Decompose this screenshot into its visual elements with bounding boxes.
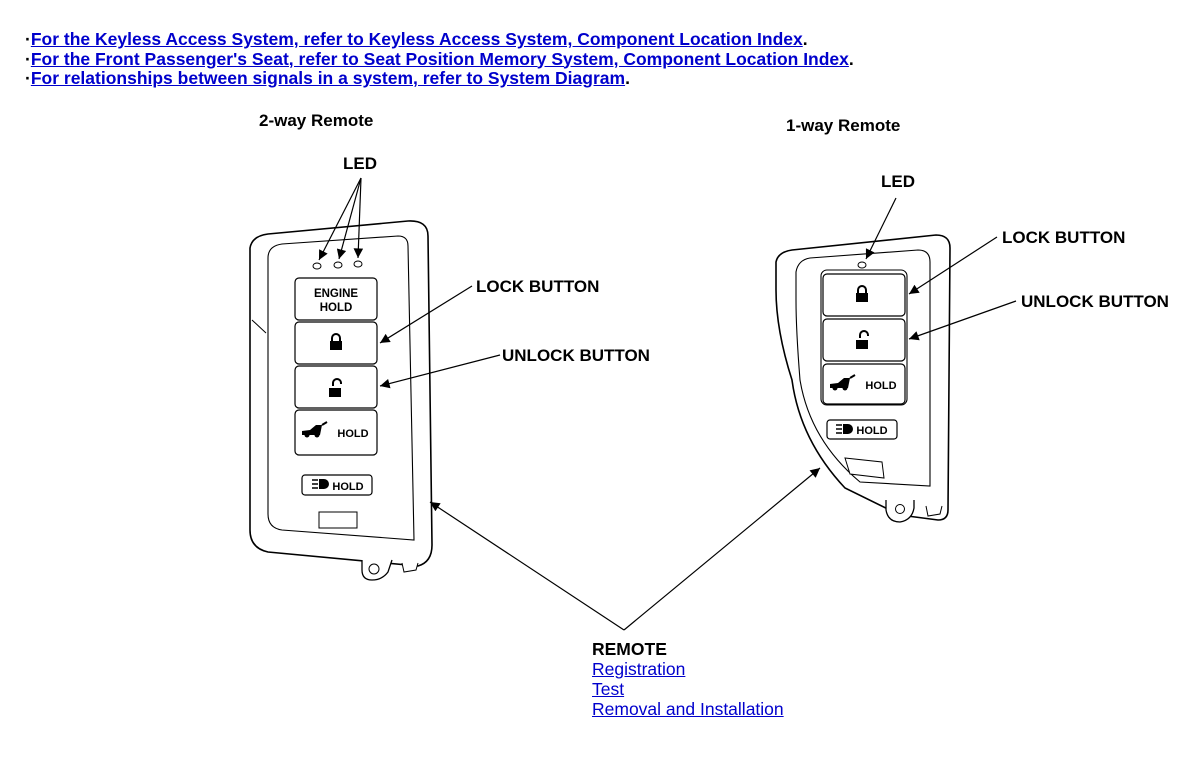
panic-light-icon bbox=[311, 478, 330, 490]
suffix: . bbox=[848, 48, 854, 69]
unlock-button-label-2way: UNLOCK BUTTON bbox=[502, 346, 650, 365]
panic-button-1way bbox=[826, 419, 898, 440]
engine-hold-button-2way bbox=[294, 277, 378, 321]
unlock-button-2way bbox=[294, 365, 378, 409]
lock-button-1way bbox=[822, 273, 906, 317]
lock-button-2way bbox=[294, 321, 378, 365]
leader-lines-remote bbox=[429, 467, 821, 631]
engine-hold-label-2way: HOLD bbox=[320, 302, 353, 314]
link-system-diagram[interactable]: For relationships between signals in a s… bbox=[30, 68, 626, 88]
panic-hold-label-2way: HOLD bbox=[332, 481, 363, 493]
bullet: · bbox=[25, 68, 31, 88]
remote-callout: REMOTE Registration Test Removal and Ins… bbox=[592, 639, 784, 719]
lock-button-label-1way: LOCK BUTTON bbox=[1002, 228, 1126, 247]
unlock-button-1way bbox=[822, 318, 906, 362]
lock-button-label-2way: LOCK BUTTON bbox=[476, 277, 600, 296]
link-removal-installation[interactable]: Removal and Installation bbox=[592, 699, 784, 719]
leader-lines-2way bbox=[318, 177, 501, 389]
suffix: . bbox=[625, 68, 630, 88]
led-indicators-2way bbox=[312, 260, 363, 270]
reference-list: ·For the Keyless Access System, refer to… bbox=[25, 29, 854, 89]
led-label-1way: LED bbox=[881, 172, 915, 191]
panic-button-2way bbox=[301, 474, 373, 496]
link-registration[interactable]: Registration bbox=[592, 659, 686, 679]
led-label-2way: LED bbox=[343, 154, 377, 173]
reference-item-keyless: ·For the Keyless Access System, refer to… bbox=[25, 29, 854, 50]
bullet: · bbox=[25, 29, 31, 49]
led-indicator-1way bbox=[857, 261, 867, 269]
reference-item-system-diagram: ·For relationships between signals in a … bbox=[25, 68, 854, 89]
link-keyless-access[interactable]: For the Keyless Access System, refer to … bbox=[30, 29, 803, 49]
panic-hold-label-1way: HOLD bbox=[856, 425, 887, 437]
remote-title: REMOTE bbox=[592, 639, 667, 659]
hatch-hold-label-1way: HOLD bbox=[865, 380, 896, 392]
reference-item-seat: ·For the Front Passenger's Seat, refer t… bbox=[25, 48, 854, 70]
title-1way-remote: 1-way Remote bbox=[786, 116, 901, 135]
hatch-button-1way bbox=[822, 363, 906, 405]
panic-light-icon bbox=[835, 423, 854, 435]
unlock-button-label-1way: UNLOCK BUTTON bbox=[1021, 292, 1169, 311]
hatch-hold-label-2way: HOLD bbox=[337, 428, 368, 440]
link-test[interactable]: Test bbox=[592, 679, 625, 699]
bullet: · bbox=[25, 48, 31, 69]
title-2way-remote: 2-way Remote bbox=[259, 111, 374, 130]
hatch-button-2way bbox=[294, 409, 378, 456]
engine-label-2way: ENGINE bbox=[314, 288, 358, 300]
suffix: . bbox=[802, 29, 808, 49]
link-seat-memory[interactable]: For the Front Passenger's Seat, refer to… bbox=[30, 48, 849, 69]
leader-lines-1way bbox=[865, 197, 1017, 341]
